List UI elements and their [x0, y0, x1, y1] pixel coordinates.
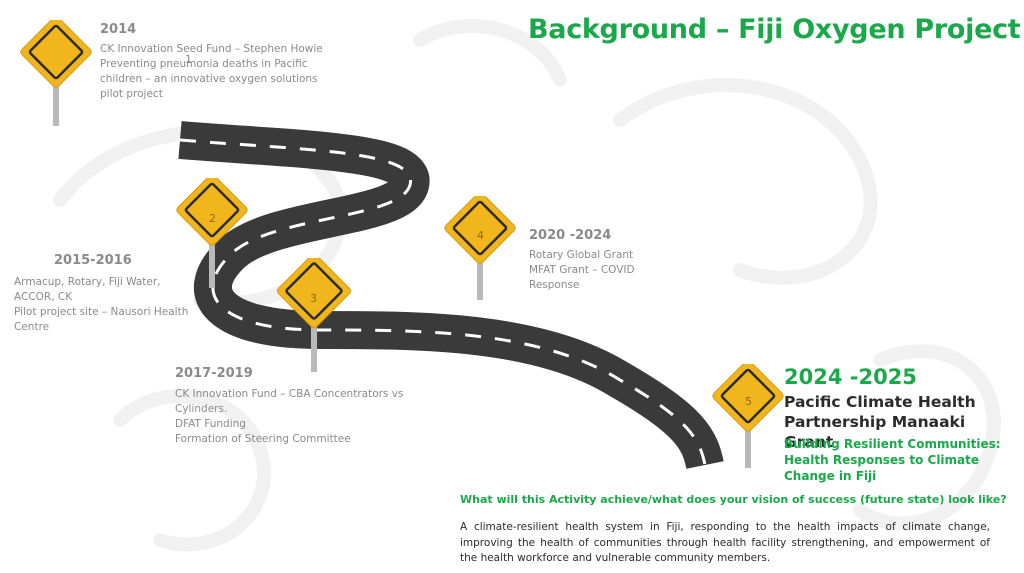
- milestone-3-year: 2017-2019: [175, 366, 253, 381]
- milestone-4-text: Rotary Global Grant MFAT Grant – COVID R…: [529, 248, 679, 293]
- milestone-1-text: CK Innovation Seed Fund – Stephen Howie …: [100, 42, 330, 102]
- milestone-2-line: Armacup, Rotary, Fiji Water,: [14, 276, 161, 288]
- milestone-3-line: CK Innovation Fund – CBA Concentrators v…: [175, 388, 404, 400]
- milestone-sign-3: [276, 258, 352, 372]
- milestone-sign-4: [444, 196, 516, 300]
- milestone-5-subtitle: Building Resilient Communities: Health R…: [784, 437, 1001, 483]
- milestone-5-grant-title: Pacific Climate Health Partnership Manaa…: [784, 393, 976, 451]
- milestone-3-line: DFAT Funding: [175, 418, 246, 430]
- milestone-2-year: 2015-2016: [54, 253, 132, 268]
- vision-answer: A climate-resilient health system in Fij…: [460, 521, 990, 564]
- sign-number-1: 1: [185, 53, 192, 66]
- vision-question: What will this Activity achieve/what doe…: [460, 493, 1007, 506]
- milestone-3-text: CK Innovation Fund – CBA Concentrators v…: [175, 387, 415, 447]
- milestone-4-line: MFAT Grant – COVID: [529, 264, 635, 276]
- milestone-4-year: 2020 -2024: [529, 228, 612, 243]
- milestone-2-line: Pilot project site – Nausori Health: [14, 306, 189, 318]
- milestone-4-line: Response: [529, 279, 580, 291]
- milestone-3-line: Formation of Steering Committee: [175, 433, 351, 445]
- milestone-1-line: pilot project: [100, 88, 163, 100]
- sign-number-4: 4: [477, 229, 484, 242]
- milestone-4-line: Rotary Global Grant: [529, 249, 634, 261]
- sign-number-5: 5: [745, 395, 752, 408]
- milestone-3-line: Cylinders.: [175, 403, 228, 415]
- milestone-2-text: Armacup, Rotary, Fiji Water, ACCOR, CK P…: [14, 275, 204, 335]
- sign-number-3: 3: [310, 292, 317, 305]
- milestone-1-line: children – an innovative oxygen solution…: [100, 73, 318, 85]
- milestone-1-year: 2014: [100, 22, 137, 37]
- milestone-sign-2: [176, 178, 248, 288]
- milestone-sign-5: [712, 364, 784, 468]
- milestone-2-line: Centre: [14, 321, 50, 333]
- milestone-sign-1: [20, 20, 92, 126]
- milestone-1-line: CK Innovation Seed Fund – Stephen Howie: [100, 43, 323, 55]
- milestone-1-line: Preventing pneumonia deaths in Pacific: [100, 58, 308, 70]
- page-title: Background – Fiji Oxygen Project: [528, 14, 1021, 45]
- sign-number-2: 2: [209, 212, 216, 225]
- milestone-2-line: ACCOR, CK: [14, 291, 73, 303]
- road-center-line: [179, 138, 707, 466]
- milestone-5-year: 2024 -2025: [784, 365, 917, 389]
